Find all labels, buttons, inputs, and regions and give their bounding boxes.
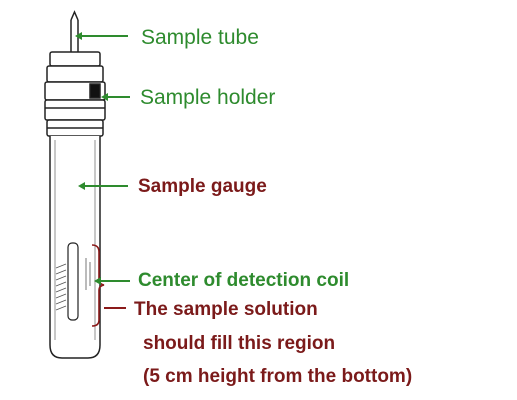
label-sample-tube: Sample tube <box>141 26 259 49</box>
label-sample-gauge: Sample gauge <box>138 176 267 197</box>
label-pointers <box>80 35 130 282</box>
arrowheads <box>75 32 108 285</box>
fill-region-bracket <box>91 244 105 327</box>
sample-holder <box>44 51 106 137</box>
label-solution-line1: The sample solution <box>134 299 318 320</box>
label-solution-line3: (5 cm height from the bottom) <box>143 366 413 387</box>
label-detection-coil: Center of detection coil <box>138 270 350 291</box>
label-sample-holder: Sample holder <box>140 86 276 109</box>
sample-tube-top <box>70 10 79 52</box>
label-solution-line2: should fill this region <box>143 333 336 354</box>
sample-gauge-body <box>49 136 101 359</box>
gauge-window <box>55 242 91 321</box>
